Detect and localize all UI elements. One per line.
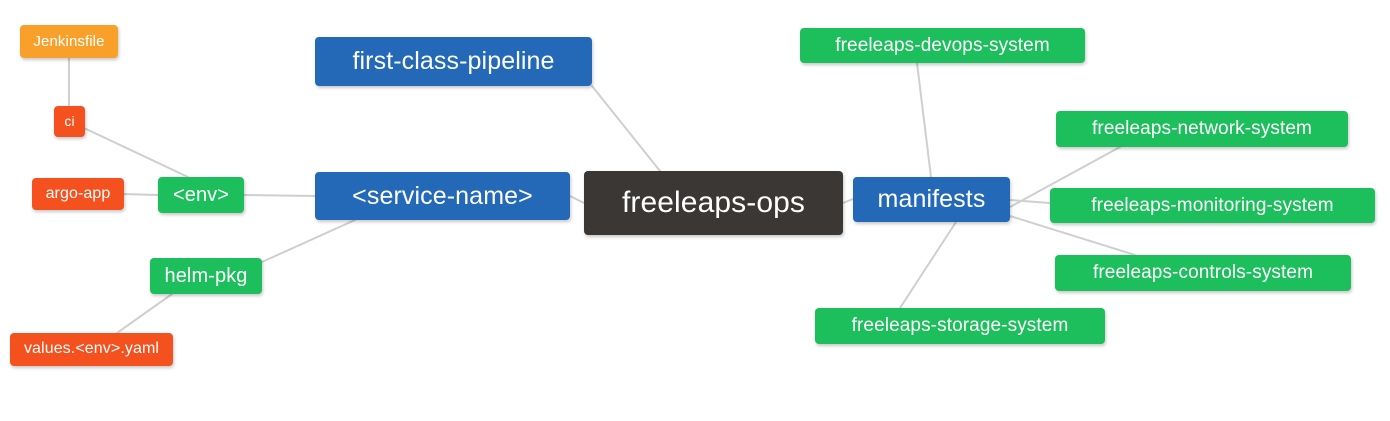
mindmap-node-label: values.<env>.yaml bbox=[23, 340, 160, 358]
edge-freeleaps-ops-to-manifests bbox=[842, 198, 854, 204]
edge-manifests-to-freeleaps-storage-system bbox=[899, 221, 957, 309]
mindmap-node-label: <service-name> bbox=[352, 181, 533, 210]
mindmap-node-env[interactable]: <env> bbox=[158, 177, 244, 213]
mindmap-node-label: manifests bbox=[877, 185, 986, 214]
mindmap-node-manifests[interactable]: manifests bbox=[853, 177, 1010, 222]
edge-freeleaps-ops-to-first-class-pipeline bbox=[591, 85, 661, 172]
mindmap-node-freeleaps-network-system[interactable]: freeleaps-network-system bbox=[1056, 111, 1348, 147]
mindmap-node-argo-app[interactable]: argo-app bbox=[32, 178, 124, 210]
mindmap-node-service-name[interactable]: <service-name> bbox=[315, 172, 570, 220]
mindmap-node-label: freeleaps-ops bbox=[621, 186, 806, 220]
mindmap-node-label: freeleaps-devops-system bbox=[835, 34, 1050, 56]
mindmap-node-freeleaps-controls-system[interactable]: freeleaps-controls-system bbox=[1055, 255, 1351, 291]
mindmap-node-freeleaps-monitoring-system[interactable]: freeleaps-monitoring-system bbox=[1050, 188, 1375, 223]
edge-service-name-to-env bbox=[243, 194, 316, 197]
edge-manifests-to-freeleaps-devops-system bbox=[916, 62, 932, 178]
mindmap-node-jenkinsfile[interactable]: Jenkinsfile bbox=[20, 25, 118, 58]
mindmap-node-label: <env> bbox=[172, 183, 230, 206]
mindmap-node-label: argo-app bbox=[45, 184, 111, 202]
mindmap-node-label: ci bbox=[64, 113, 75, 130]
edge-env-to-ci bbox=[83, 127, 189, 178]
mindmap-node-label: Jenkinsfile bbox=[33, 32, 105, 50]
mindmap-node-label: freeleaps-network-system bbox=[1092, 118, 1312, 140]
mindmap-node-label: helm-pkg bbox=[164, 264, 248, 287]
mindmap-node-freeleaps-devops-system[interactable]: freeleaps-devops-system bbox=[800, 28, 1085, 63]
mindmap-node-label: first-class-pipeline bbox=[352, 47, 555, 76]
edge-env-to-argo-app bbox=[123, 193, 159, 196]
mindmap-node-label: freeleaps-monitoring-system bbox=[1091, 194, 1334, 216]
edge-service-name-to-helm-pkg bbox=[261, 219, 356, 263]
edge-manifests-to-freeleaps-monitoring-system bbox=[1009, 199, 1051, 204]
mindmap-node-freeleaps-storage-system[interactable]: freeleaps-storage-system bbox=[815, 308, 1105, 344]
mindmap-node-label: freeleaps-controls-system bbox=[1092, 262, 1314, 284]
mindmap-node-values-env-yaml[interactable]: values.<env>.yaml bbox=[10, 333, 173, 366]
edge-freeleaps-ops-to-service-name bbox=[569, 195, 585, 204]
mindmap-node-helm-pkg[interactable]: helm-pkg bbox=[150, 258, 262, 294]
mindmap-node-ci[interactable]: ci bbox=[54, 106, 85, 137]
mindmap-node-freeleaps-ops[interactable]: freeleaps-ops bbox=[584, 171, 843, 235]
edge-helm-pkg-to-values-env-yaml bbox=[116, 293, 173, 334]
mindmap-node-first-class-pipeline[interactable]: first-class-pipeline bbox=[315, 37, 592, 86]
mindmap-node-label: freeleaps-storage-system bbox=[851, 315, 1069, 337]
